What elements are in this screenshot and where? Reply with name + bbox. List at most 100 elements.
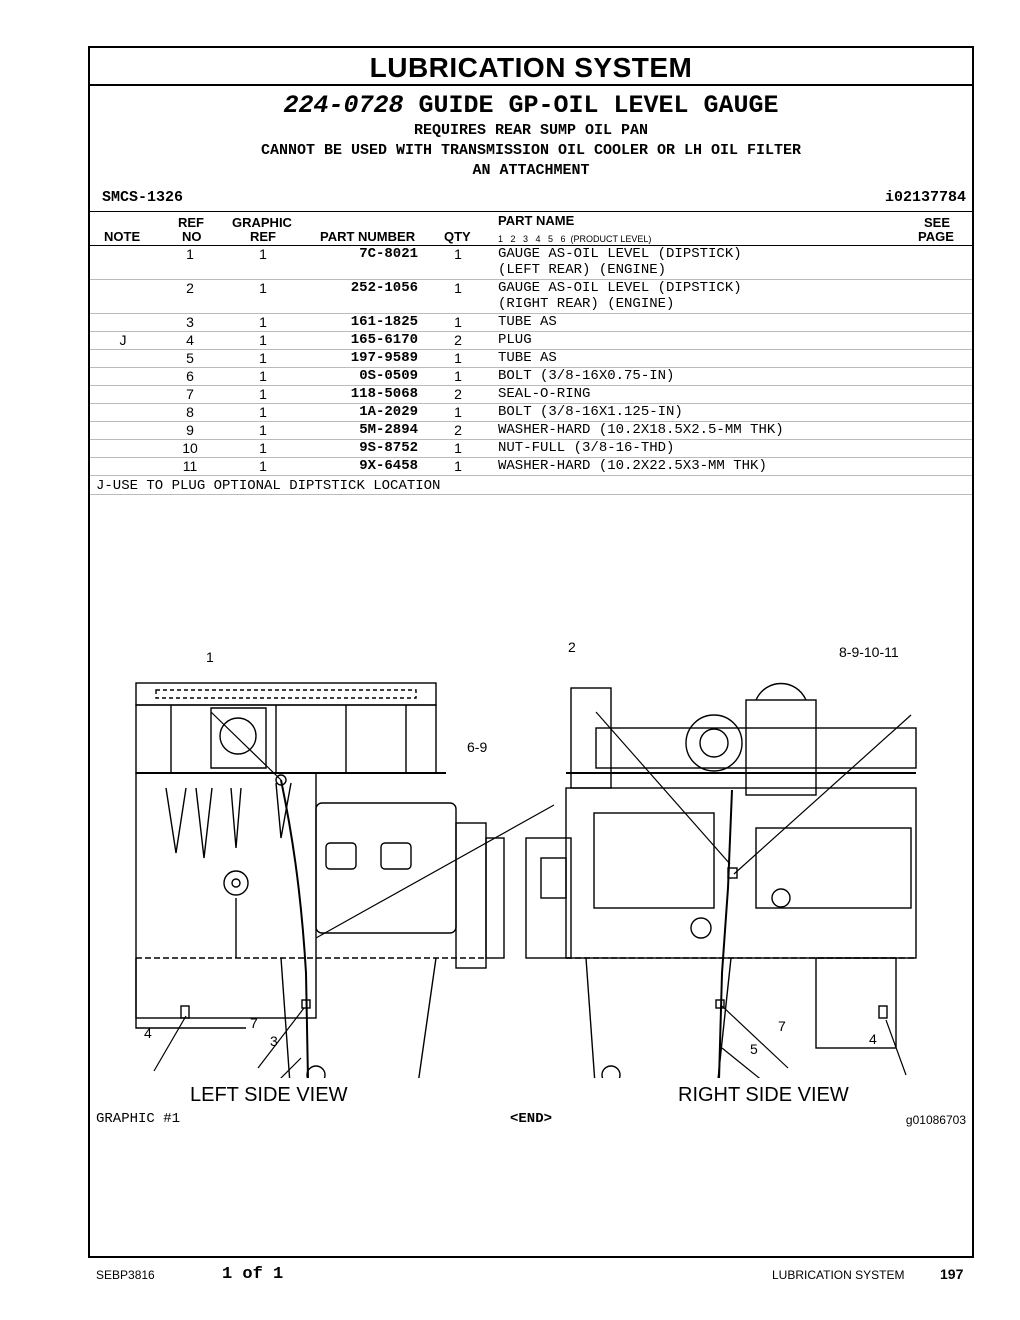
group-heading: 224-0728 GUIDE GP-OIL LEVEL GAUGE — [90, 91, 972, 120]
callout-label: 2 — [568, 639, 576, 655]
header-see-bottom: PAGE — [918, 229, 954, 244]
footnote-divider — [90, 494, 972, 495]
table-row: 2 1 252-1056 1 GAUGE AS-OIL LEVEL (DIPST… — [90, 280, 972, 314]
callout-label: 4 — [144, 1025, 152, 1041]
cell-graphic: 1 — [259, 332, 267, 348]
header-graphic-bottom: REF — [250, 229, 276, 244]
cell-part-name: SEAL-O-RING — [498, 386, 591, 402]
callout-leader — [721, 1005, 789, 1069]
cell-graphic: 1 — [259, 422, 267, 438]
graphic-id: g01086703 — [905, 1113, 966, 1127]
cell-part-number: 1A-2029 — [359, 404, 418, 420]
left-engine-drawing — [135, 682, 505, 1078]
header-ref-bottom: NO — [182, 229, 202, 244]
cell-part-name: GAUGE AS-OIL LEVEL (DIPSTICK) (LEFT REAR… — [498, 246, 742, 278]
callout-leader — [721, 1047, 761, 1078]
cell-ref: 2 — [186, 280, 194, 296]
cell-qty: 1 — [454, 368, 462, 384]
footer-page-number: 197 — [940, 1266, 964, 1282]
requirement-line: AN ATTACHMENT — [472, 162, 590, 179]
cell-ref: 6 — [186, 368, 194, 384]
cell-graphic: 1 — [259, 368, 267, 384]
callout-leader — [595, 711, 731, 865]
callout-label: 3 — [270, 1033, 278, 1049]
cell-graphic: 1 — [259, 386, 267, 402]
table-row: 8 1 1A-2029 1 BOLT (3/8-16X1.125-IN) — [90, 404, 972, 422]
callout-leader — [153, 1015, 187, 1072]
right-engine-drawing — [525, 683, 917, 1078]
header-part-name: PART NAME — [498, 213, 575, 228]
callout-label: 7 — [250, 1015, 258, 1031]
table-row: 11 1 9X-6458 1 WASHER-HARD (10.2X22.5X3-… — [90, 458, 972, 476]
footer-doc-id: SEBP3816 — [96, 1268, 155, 1282]
table-row: J 4 1 165-6170 2 PLUG — [90, 332, 972, 350]
cell-qty: 1 — [454, 280, 462, 296]
requirement-line: CANNOT BE USED WITH TRANSMISSION OIL COO… — [260, 142, 802, 159]
callout-label: 1 — [206, 649, 214, 665]
callout-leader — [733, 714, 912, 875]
callout-label: 7 — [778, 1018, 786, 1034]
cell-graphic: 1 — [259, 350, 267, 366]
table-row: 9 1 5M-2894 2 WASHER-HARD (10.2X18.5X2.5… — [90, 422, 972, 440]
callout-leader — [885, 1019, 907, 1076]
header-part-number: PART NUMBER — [320, 229, 416, 244]
cell-part-name: PLUG — [498, 332, 532, 348]
callout-leader — [315, 804, 555, 939]
cell-part-name: WASHER-HARD (10.2X18.5X2.5-MM THK) — [498, 422, 784, 438]
cell-part-name: TUBE AS — [498, 350, 557, 366]
cell-graphic: 1 — [259, 404, 267, 420]
header-divider — [90, 211, 972, 212]
cell-qty: 1 — [454, 350, 462, 366]
cell-ref: 10 — [182, 440, 198, 456]
cell-graphic: 1 — [259, 280, 267, 296]
cell-qty: 1 — [454, 440, 462, 456]
callout-leader — [210, 711, 282, 781]
table-row: 5 1 197-9589 1 TUBE AS — [90, 350, 972, 368]
group-name: GUIDE GP-OIL LEVEL GAUGE — [418, 91, 779, 120]
cell-part-number: 9S-8752 — [359, 440, 418, 456]
graphic-label: GRAPHIC #1 — [96, 1111, 181, 1127]
cell-part-name: TUBE AS — [498, 314, 557, 330]
cell-part-number: 165-6170 — [350, 332, 418, 348]
callout-label: 6-9 — [467, 739, 488, 755]
cell-part-number: 9X-6458 — [359, 458, 418, 474]
cell-note: J — [119, 332, 127, 348]
header-bottom-rule — [90, 228, 972, 246]
header-qty: QTY — [444, 229, 471, 244]
cell-qty: 1 — [454, 458, 462, 474]
cell-qty: 1 — [454, 404, 462, 420]
cell-graphic: 1 — [259, 314, 267, 330]
end-marker: <END> — [509, 1111, 552, 1127]
cell-graphic: 1 — [259, 246, 267, 262]
cell-part-number: 197-9589 — [350, 350, 418, 366]
page-frame: LUBRICATION SYSTEM 224-0728 GUIDE GP-OIL… — [88, 46, 974, 1258]
table-row: 10 1 9S-8752 1 NUT-FULL (3/8-16-THD) — [90, 440, 972, 458]
cell-part-number: 5M-2894 — [359, 422, 418, 438]
cell-part-number: 252-1056 — [350, 280, 418, 296]
callout-label: 5 — [750, 1041, 758, 1057]
callout-label: 8-9-10-11 — [839, 644, 899, 660]
cell-ref: 7 — [186, 386, 194, 402]
header-see-top: SEE — [924, 215, 951, 230]
cell-part-name: BOLT (3/8-16X1.125-IN) — [498, 404, 683, 420]
cell-ref: 9 — [186, 422, 194, 438]
cell-part-name: BOLT (3/8-16X0.75-IN) — [498, 368, 675, 384]
smcs-code: SMCS-1326 — [102, 189, 184, 206]
cell-ref: 3 — [186, 314, 194, 330]
callout-label: 4 — [869, 1031, 877, 1047]
cell-part-name: GAUGE AS-OIL LEVEL (DIPSTICK) (RIGHT REA… — [498, 280, 742, 312]
cell-ref: 8 — [186, 404, 194, 420]
cell-part-number: 118-5068 — [350, 386, 418, 402]
right-view-caption: RIGHT SIDE VIEW — [678, 1084, 849, 1106]
cell-part-name: NUT-FULL (3/8-16-THD) — [498, 440, 675, 456]
cell-part-number: 7C-8021 — [359, 246, 418, 262]
header-graphic-top: GRAPHIC — [232, 215, 292, 230]
table-row: 7 1 118-5068 2 SEAL-O-RING — [90, 386, 972, 404]
cell-qty: 2 — [454, 422, 462, 438]
footer-page-of: 1 of 1 — [222, 1265, 284, 1284]
info-number: i02137784 — [884, 189, 966, 206]
cell-ref: 4 — [186, 332, 194, 348]
table-row: 3 1 161-1825 1 TUBE AS — [90, 314, 972, 332]
left-view-caption: LEFT SIDE VIEW — [190, 1084, 348, 1106]
cell-ref: 11 — [182, 458, 198, 474]
